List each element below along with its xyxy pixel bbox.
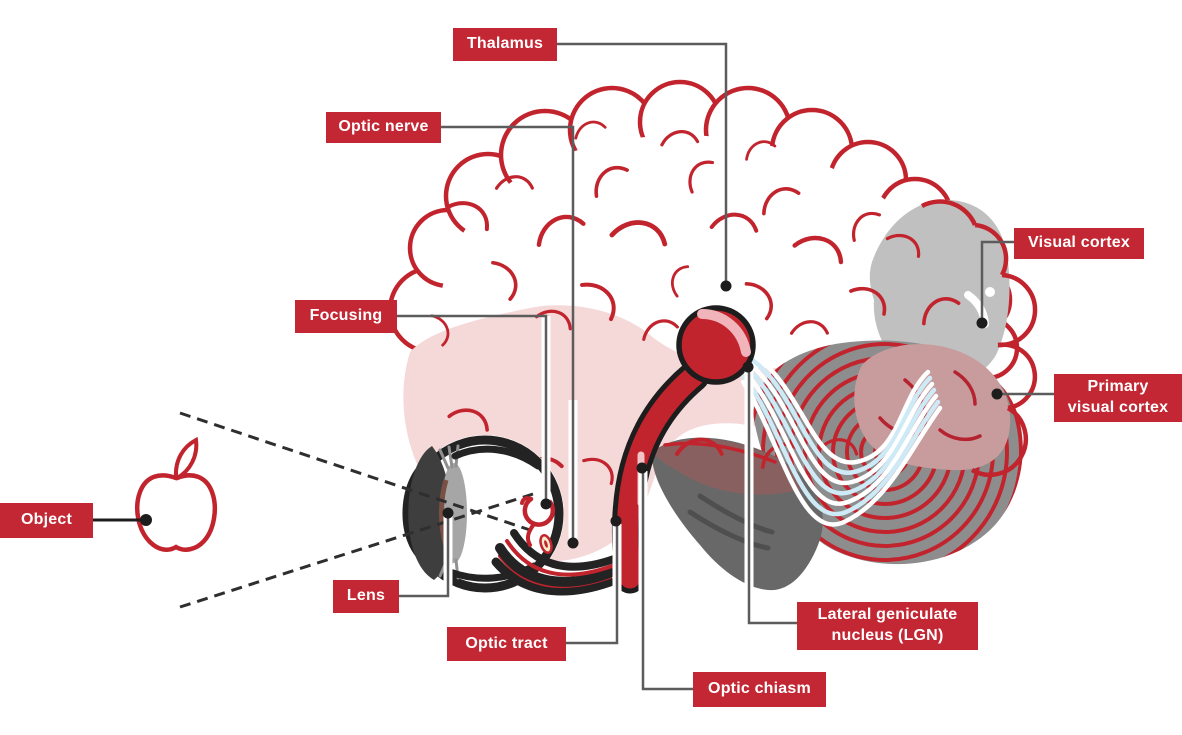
leader-optic-chiasm xyxy=(641,471,693,691)
visual-cortex-gray-region xyxy=(869,199,1010,383)
optic-disc xyxy=(539,534,553,554)
iris-region xyxy=(408,446,453,580)
leader-lens xyxy=(399,516,450,598)
cortex-highlight-dot xyxy=(985,287,995,297)
label-optic-nerve: Optic nerve xyxy=(326,112,441,143)
label-focusing: Focusing xyxy=(295,300,397,333)
label-object: Object xyxy=(0,503,93,538)
label-lateral-geniculate-nucleus: Lateral geniculate nucleus (LGN) xyxy=(797,602,978,650)
label-optic-chiasm: Optic chiasm xyxy=(693,672,826,707)
leader-optic-tract xyxy=(566,524,619,645)
label-optic-tract: Optic tract xyxy=(447,627,566,661)
leader-thalamus xyxy=(557,42,728,283)
label-lens: Lens xyxy=(333,580,399,613)
thalamus-shape xyxy=(676,305,756,385)
label-primary-visual-cortex: Primary visual cortex xyxy=(1054,374,1182,422)
leader-dots xyxy=(140,280,1003,549)
brainstem-shape xyxy=(651,437,823,591)
leader-optic-nerve xyxy=(441,125,575,540)
optic-radiation-fibers xyxy=(740,349,943,527)
apple-illustration xyxy=(135,436,217,552)
leader-visual-cortex xyxy=(980,240,1014,320)
retinal-image xyxy=(520,496,556,547)
label-visual-cortex: Visual cortex xyxy=(1014,228,1144,259)
label-thalamus: Thalamus xyxy=(453,28,557,61)
leader-lines xyxy=(93,42,1054,691)
leader-focusing xyxy=(397,314,548,501)
leader-lgn xyxy=(747,370,797,625)
light-rays xyxy=(179,411,534,609)
optic-nerve-bundle xyxy=(491,529,618,596)
